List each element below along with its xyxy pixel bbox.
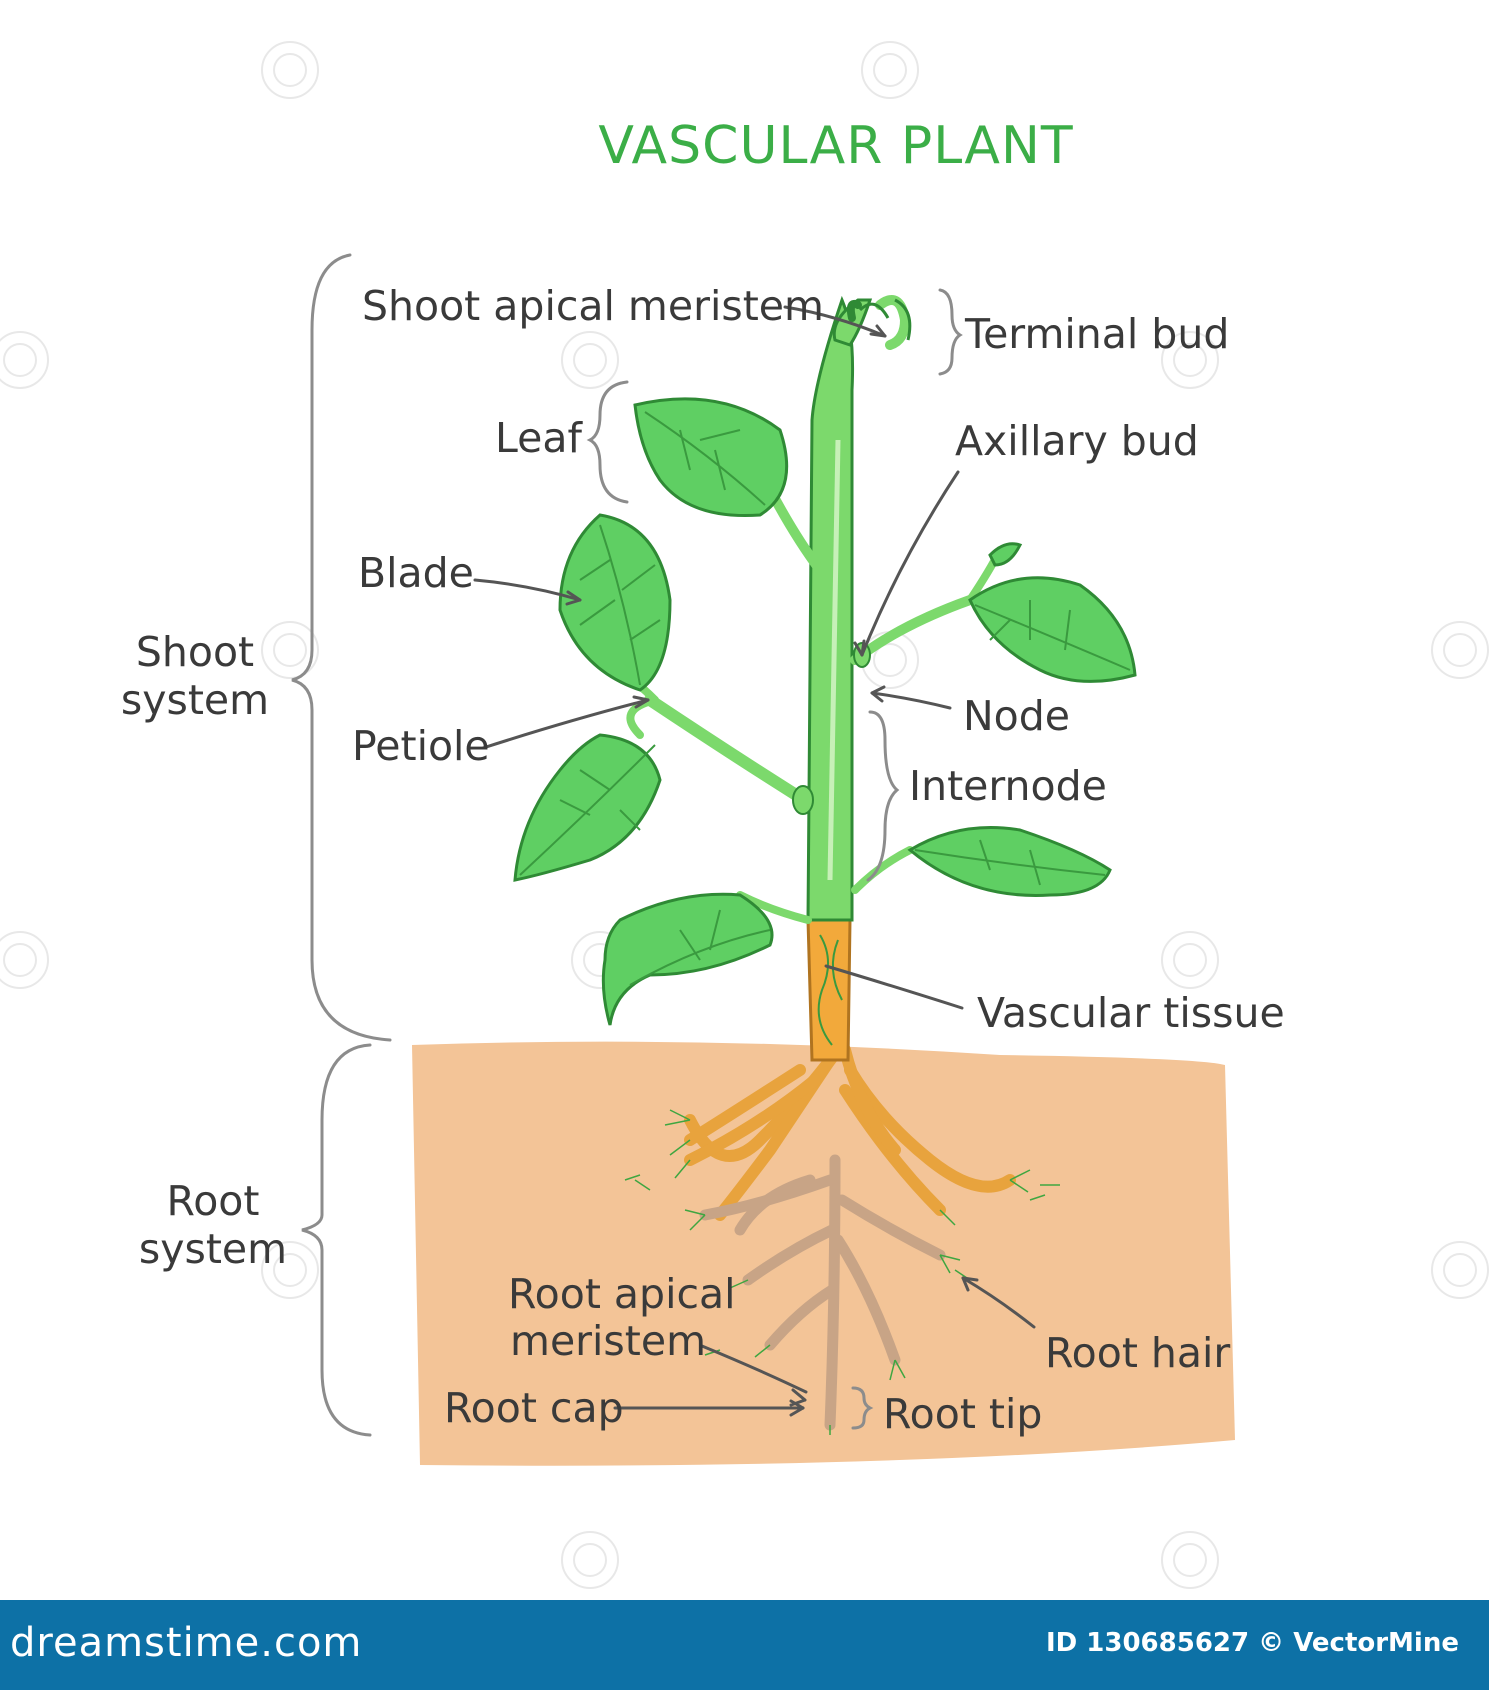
label-root-system-line1: Root — [167, 1177, 260, 1225]
label-root-cap: Root cap — [444, 1384, 624, 1432]
label-root-tip: Root tip — [883, 1390, 1042, 1438]
label-internode: Internode — [909, 762, 1107, 810]
pointer-root-apical-meristem — [700, 1344, 808, 1394]
pointer-petiole — [481, 698, 650, 750]
label-root-apical-meristem-line2: meristem — [510, 1317, 706, 1365]
pointer-node — [870, 691, 952, 710]
label-shoot-system-line2: system — [121, 676, 269, 724]
brackets — [291, 253, 963, 1437]
footer-brand[interactable]: dreamstime.com — [10, 1620, 363, 1666]
label-blade: Blade — [358, 549, 474, 597]
diagram-title: VASCULAR PLANT — [598, 116, 1073, 176]
pointer-axillary-bud — [860, 470, 960, 657]
terminal-bud — [832, 295, 912, 350]
internode-bracket — [866, 710, 900, 882]
label-vascular-tissue: Vascular tissue — [977, 989, 1285, 1037]
leaf-bracket — [586, 380, 629, 504]
roots — [624, 1044, 1060, 1435]
leaf-right-lower — [907, 826, 1112, 897]
leaves — [513, 397, 1137, 1026]
footer-bar: dreamstime.com ID 130685627 © VectorMine — [0, 1600, 1489, 1690]
leaf-blade — [558, 513, 672, 692]
label-shoot-system-line1: Shoot — [136, 628, 254, 676]
pointer-blade — [473, 578, 582, 602]
watermark — [0, 41, 1489, 1589]
label-terminal-bud: Terminal bud — [964, 310, 1229, 358]
footer-credit: ID 130685627 © VectorMine — [1045, 1628, 1459, 1658]
shoot-system-bracket — [291, 253, 392, 1042]
leaf-lower-left — [601, 892, 774, 1026]
label-root-system-line2: system — [139, 1225, 287, 1273]
leaf-bud-right — [988, 542, 1023, 567]
label-node: Node — [963, 692, 1070, 740]
pointer-vascular-tissue — [824, 964, 964, 1010]
label-petiole: Petiole — [352, 722, 490, 770]
pointer-shoot-apical-meristem — [783, 305, 887, 338]
soil-block — [412, 1041, 1235, 1466]
label-leaf: Leaf — [495, 414, 583, 462]
root-tip-bracket — [851, 1386, 874, 1430]
root-system-bracket — [301, 1043, 372, 1437]
stem-vascular-section — [806, 918, 852, 1062]
label-root-hair: Root hair — [1045, 1329, 1230, 1377]
labels: Shoot apical meristem Terminal bud Leaf … — [121, 282, 1285, 1438]
leaf-top-left — [633, 397, 789, 518]
leaf-right-upper — [968, 576, 1137, 683]
terminal-bud-bracket — [938, 288, 963, 376]
pointer-root-hair — [961, 1276, 1036, 1329]
label-axillary-bud: Axillary bud — [955, 417, 1199, 465]
pointer-lines — [473, 305, 1036, 1417]
label-root-apical-meristem-line1: Root apical — [508, 1270, 736, 1318]
leaf-middle-left — [513, 733, 662, 882]
label-shoot-apical-meristem: Shoot apical meristem — [362, 282, 824, 330]
